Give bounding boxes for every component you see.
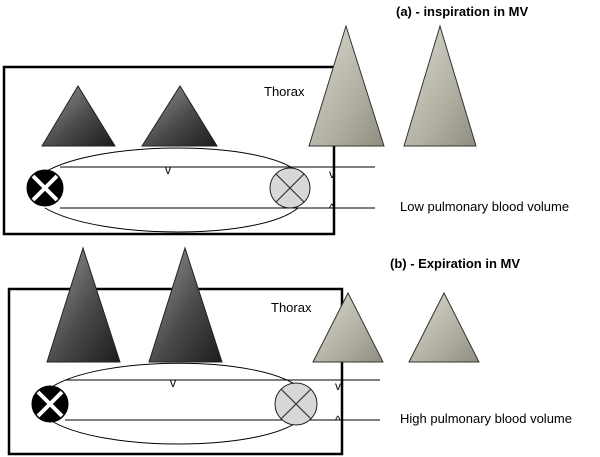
left-heart-icon-a xyxy=(269,167,311,209)
left-heart-icon-b xyxy=(274,382,318,426)
pressure-triangle-a2 xyxy=(141,85,218,147)
thorax-label-b: Thorax xyxy=(271,300,312,315)
panel-b: (b) - Expiration in MV Thorax v v ^ High… xyxy=(7,246,572,456)
pressure-triangle-b2 xyxy=(148,246,223,363)
thorax-label-a: Thorax xyxy=(264,84,305,99)
mark-v-b-right: v xyxy=(335,379,341,393)
pulmonary-vessel-outline-a xyxy=(44,147,299,233)
right-heart-icon-a xyxy=(26,169,64,207)
mark-caret-b: ^ xyxy=(335,413,341,427)
pressure-triangle-a1 xyxy=(41,85,116,147)
mark-v-b: v xyxy=(170,376,176,390)
pressure-triangle-a4 xyxy=(403,24,477,147)
pulmonary-vessel-outline-b xyxy=(49,362,301,445)
panel-a-title: (a) - inspiration in MV xyxy=(396,4,528,19)
mark-v-a-right: v xyxy=(329,167,335,181)
panel-b-title: (b) - Expiration in MV xyxy=(390,256,520,271)
pressure-triangle-b1 xyxy=(46,246,121,363)
mark-v-a: v xyxy=(165,163,171,177)
mark-caret-a: ^ xyxy=(329,201,335,215)
pressure-triangle-b3 xyxy=(312,291,384,363)
pressure-triangle-a3 xyxy=(308,24,385,147)
panel-a: (a) - inspiration in MV Thorax v v ^ Low… xyxy=(2,4,569,236)
right-heart-icon-b xyxy=(31,385,69,423)
volume-label-a: Low pulmonary blood volume xyxy=(400,199,569,214)
volume-label-b: High pulmonary blood volume xyxy=(400,411,572,426)
pressure-triangle-b4 xyxy=(408,291,480,363)
